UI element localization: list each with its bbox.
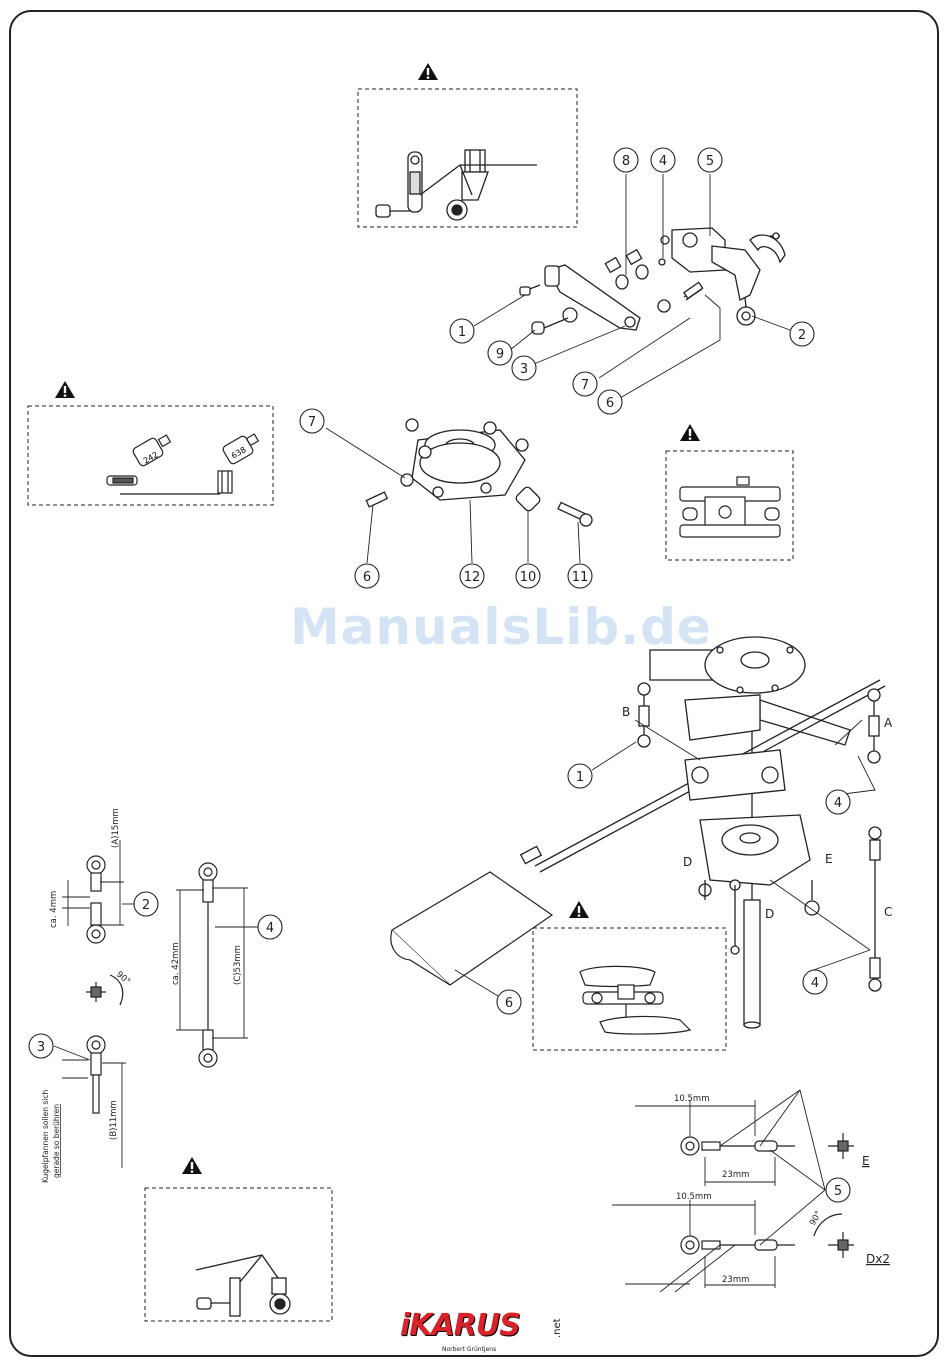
logo-net: .net bbox=[552, 1318, 563, 1338]
svg-text:8: 8 bbox=[622, 154, 630, 169]
warning-icon bbox=[55, 381, 75, 398]
callout-7: 7 bbox=[573, 372, 597, 396]
callout-10: 10 bbox=[516, 564, 540, 588]
callout-12: 12 bbox=[460, 564, 484, 588]
dim-23mm-d: 23mm bbox=[722, 1275, 749, 1285]
callout-11: 11 bbox=[568, 564, 592, 588]
svg-text:2: 2 bbox=[798, 328, 806, 343]
ikarus-logo: iKARUS .net Norbert Grüntjens bbox=[398, 1308, 573, 1364]
dim-a-15mm: (A)15mm bbox=[111, 808, 121, 848]
svg-text:1: 1 bbox=[458, 325, 466, 340]
svg-text:4: 4 bbox=[811, 976, 819, 991]
callout-2: 2 bbox=[134, 892, 158, 916]
callout-4: 4 bbox=[258, 915, 282, 939]
logo-wordmark: iKARUS bbox=[400, 1308, 520, 1343]
label-a: A bbox=[884, 716, 893, 730]
callout-8: 8 bbox=[614, 148, 638, 172]
label-b: B bbox=[622, 705, 630, 719]
dim-10-5mm-d: 10.5mm bbox=[676, 1192, 712, 1202]
callout-5: 5 bbox=[826, 1178, 850, 1202]
svg-text:6: 6 bbox=[505, 996, 513, 1011]
dimension-lines-left bbox=[62, 840, 248, 1168]
callout-3: 3 bbox=[29, 1034, 53, 1058]
dim-23mm-e: 23mm bbox=[722, 1170, 749, 1180]
svg-text:7: 7 bbox=[581, 378, 589, 393]
warning-icon bbox=[418, 63, 438, 80]
svg-text:5: 5 bbox=[834, 1184, 842, 1199]
flybar-paddle-detail bbox=[580, 966, 690, 1034]
svg-text:12: 12 bbox=[464, 570, 481, 585]
callout-6: 6 bbox=[355, 564, 379, 588]
svg-text:6: 6 bbox=[363, 570, 371, 585]
svg-text:4: 4 bbox=[659, 154, 667, 169]
callout-4: 4 bbox=[826, 790, 850, 814]
callout-9: 9 bbox=[488, 341, 512, 365]
callout-6: 6 bbox=[497, 990, 521, 1014]
svg-text:4: 4 bbox=[266, 921, 274, 936]
label-d: D bbox=[683, 855, 692, 869]
svg-text:6: 6 bbox=[606, 396, 614, 411]
callout-7: 7 bbox=[300, 409, 324, 433]
rod-note-line1: Kugelpfannen sollen sich bbox=[41, 1089, 50, 1183]
dim-ca-4mm: ca. 4mm bbox=[49, 891, 59, 928]
dim-90deg-d: 90° bbox=[808, 1209, 824, 1227]
warning-icon bbox=[569, 901, 589, 918]
dim-10-5mm-e: 10.5mm bbox=[674, 1094, 710, 1104]
svg-text:3: 3 bbox=[520, 362, 528, 377]
pivot-block-detail bbox=[680, 477, 780, 537]
dim-90deg: 90° bbox=[114, 970, 132, 987]
logo-subtitle: Norbert Grüntjens bbox=[442, 1346, 496, 1353]
svg-text:7: 7 bbox=[308, 415, 316, 430]
threadlock-detail bbox=[107, 434, 258, 494]
watermark-text: ManualsLib.de bbox=[290, 598, 712, 656]
svg-text:5: 5 bbox=[706, 154, 714, 169]
svg-text:2: 2 bbox=[142, 898, 150, 913]
label-dx2: Dx2 bbox=[866, 1252, 890, 1266]
label-c: C bbox=[884, 905, 892, 919]
callout-4: 4 bbox=[651, 148, 675, 172]
label-e-diagram: E bbox=[862, 1154, 870, 1168]
svg-text:3: 3 bbox=[37, 1040, 45, 1055]
dim-ca-42mm: ca. 42mm bbox=[171, 942, 181, 985]
dim-b-11mm: (B)11mm bbox=[109, 1100, 119, 1140]
svg-text:1: 1 bbox=[576, 770, 584, 785]
ball-link-detail-top bbox=[376, 150, 537, 220]
callout-4: 4 bbox=[803, 970, 827, 994]
callout-3: 3 bbox=[512, 356, 536, 380]
label-d-shaft: D bbox=[765, 907, 774, 921]
warning-icon bbox=[680, 424, 700, 441]
warning-icon bbox=[182, 1157, 202, 1174]
ball-link-detail-bottom bbox=[196, 1255, 290, 1316]
callout-1: 1 bbox=[568, 764, 592, 788]
svg-text:9: 9 bbox=[496, 347, 504, 362]
swashplate-assembly bbox=[366, 419, 592, 526]
rod-note-line2: gerade so berühren bbox=[52, 1104, 61, 1178]
dim-c-53mm: (C)53mm bbox=[233, 945, 243, 985]
callout-1: 1 bbox=[450, 319, 474, 343]
svg-text:4: 4 bbox=[834, 796, 842, 811]
svg-text:11: 11 bbox=[572, 570, 589, 585]
dimension-lines-right bbox=[612, 1090, 825, 1292]
exploded-arm-assembly bbox=[520, 228, 785, 334]
callout-2: 2 bbox=[790, 322, 814, 346]
svg-text:10: 10 bbox=[520, 570, 537, 585]
callout-5: 5 bbox=[698, 148, 722, 172]
callout-6: 6 bbox=[598, 390, 622, 414]
label-e: E bbox=[825, 852, 833, 866]
rotor-head-assembly bbox=[521, 637, 885, 1028]
blade-foil bbox=[391, 872, 552, 985]
